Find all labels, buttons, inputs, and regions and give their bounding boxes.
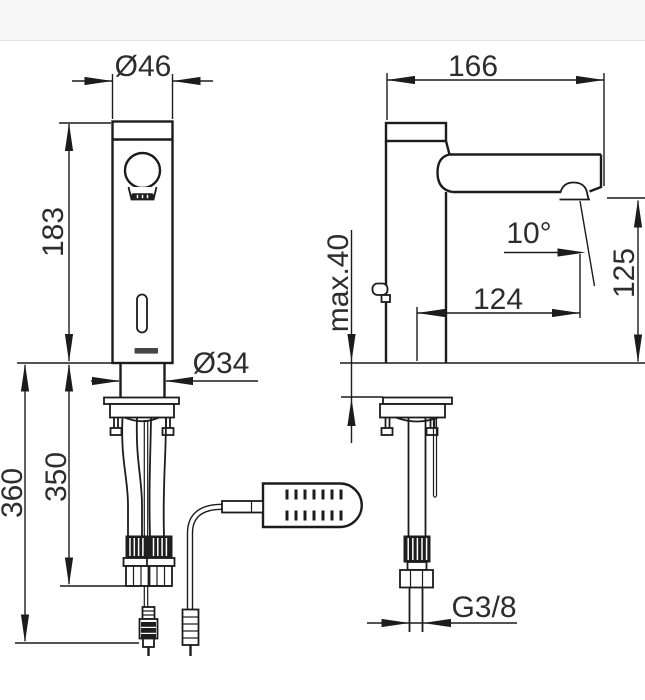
bolt-foot bbox=[161, 427, 175, 436]
dim-label-shaft-diameter: Ø34 bbox=[193, 347, 250, 380]
supply-hose bbox=[121, 417, 129, 536]
aerator-outlet bbox=[559, 181, 590, 200]
jack-plug-tip bbox=[142, 637, 155, 648]
hose-nut bbox=[148, 565, 173, 587]
arrowhead bbox=[64, 363, 74, 392]
box-cable-outer bbox=[186, 503, 223, 609]
arrowhead bbox=[633, 199, 643, 228]
barrel-band bbox=[141, 628, 156, 633]
bolt-foot bbox=[425, 427, 439, 436]
dim-label-supply-thread: G3/8 bbox=[451, 591, 516, 624]
sensor-rod-tip bbox=[432, 495, 438, 498]
base-washer bbox=[382, 396, 453, 405]
mounting-bracket bbox=[379, 403, 446, 419]
arrowhead bbox=[347, 398, 356, 426]
front-faucet-body bbox=[111, 120, 174, 365]
box-cable-connector bbox=[221, 500, 264, 514]
front-dimensions: Ø46 183 Ø34 350 bbox=[0, 50, 258, 644]
socket-plug-barrel bbox=[181, 608, 200, 646]
arrowhead bbox=[423, 618, 451, 628]
dim-label-spray-angle: 10° bbox=[506, 217, 551, 250]
side-view: 166 max.40 10° 124 bbox=[322, 50, 645, 632]
arrowhead bbox=[20, 614, 30, 643]
dim-label-hose-length: 350 bbox=[40, 452, 73, 502]
connection-nut bbox=[399, 569, 434, 589]
dim-label-max-deck-thickness: max.40 bbox=[322, 234, 355, 332]
arrowhead bbox=[172, 76, 201, 86]
mounting-bracket bbox=[109, 403, 175, 419]
bracket-dome bbox=[124, 416, 160, 423]
dim-label-outlet-height: 125 bbox=[608, 248, 641, 298]
control-box-housing bbox=[261, 482, 363, 529]
hose-nut bbox=[125, 565, 150, 587]
barrel-band bbox=[141, 622, 156, 627]
arrowhead bbox=[347, 334, 356, 362]
side-dimensions: 166 max.40 10° 124 bbox=[322, 50, 645, 628]
body-shoulder bbox=[444, 140, 451, 155]
header-band bbox=[0, 0, 645, 41]
spout-end-cap bbox=[436, 153, 453, 194]
power-plugs bbox=[138, 606, 200, 656]
vent-slots bbox=[285, 489, 343, 521]
arrowhead bbox=[381, 618, 410, 628]
arrowhead bbox=[64, 123, 74, 151]
bolt-foot bbox=[109, 427, 123, 436]
side-faucet-body bbox=[371, 121, 603, 363]
arrowhead bbox=[387, 75, 415, 85]
arrowhead bbox=[557, 248, 586, 257]
box-cable-core bbox=[188, 505, 223, 609]
front-undersink-assembly bbox=[103, 363, 180, 607]
supply-hose bbox=[135, 417, 143, 536]
dim-label-body-height: 183 bbox=[37, 207, 70, 257]
jack-plug-collar bbox=[141, 606, 156, 620]
brand-logo-mark-icon bbox=[134, 348, 158, 354]
arrowhead bbox=[576, 75, 604, 85]
dim-label-spout-reach: 124 bbox=[473, 283, 523, 316]
front-view: Ø46 183 Ø34 350 bbox=[0, 50, 363, 656]
side-knob-nub bbox=[380, 294, 391, 303]
dim-label-cable-length: 360 bbox=[0, 468, 29, 518]
arrowhead bbox=[552, 308, 580, 318]
arrowhead bbox=[92, 376, 120, 386]
arrowhead bbox=[64, 557, 74, 586]
arrowhead bbox=[165, 376, 193, 386]
bolt-foot bbox=[380, 427, 394, 436]
sensor-window bbox=[136, 293, 148, 334]
arrowhead bbox=[633, 334, 643, 363]
dim-label-top-diameter: Ø46 bbox=[115, 50, 172, 83]
spout-front-edge bbox=[589, 154, 603, 193]
arrowhead bbox=[84, 76, 113, 86]
arrowhead bbox=[417, 308, 445, 318]
base-washer bbox=[103, 396, 180, 405]
arrowhead bbox=[64, 334, 74, 362]
supply-hose bbox=[162, 417, 167, 537]
hose-flange bbox=[146, 557, 176, 567]
spray-angle-line bbox=[579, 200, 596, 287]
ball-spout bbox=[123, 151, 162, 190]
control-box bbox=[186, 482, 363, 609]
supply-hose bbox=[148, 417, 152, 537]
arrowhead bbox=[20, 363, 30, 392]
side-knob bbox=[371, 282, 389, 296]
dim-label-total-depth: 166 bbox=[448, 50, 498, 83]
pipe-step bbox=[406, 561, 428, 571]
top-cap bbox=[384, 121, 448, 143]
side-undersink-assembly bbox=[379, 396, 453, 632]
